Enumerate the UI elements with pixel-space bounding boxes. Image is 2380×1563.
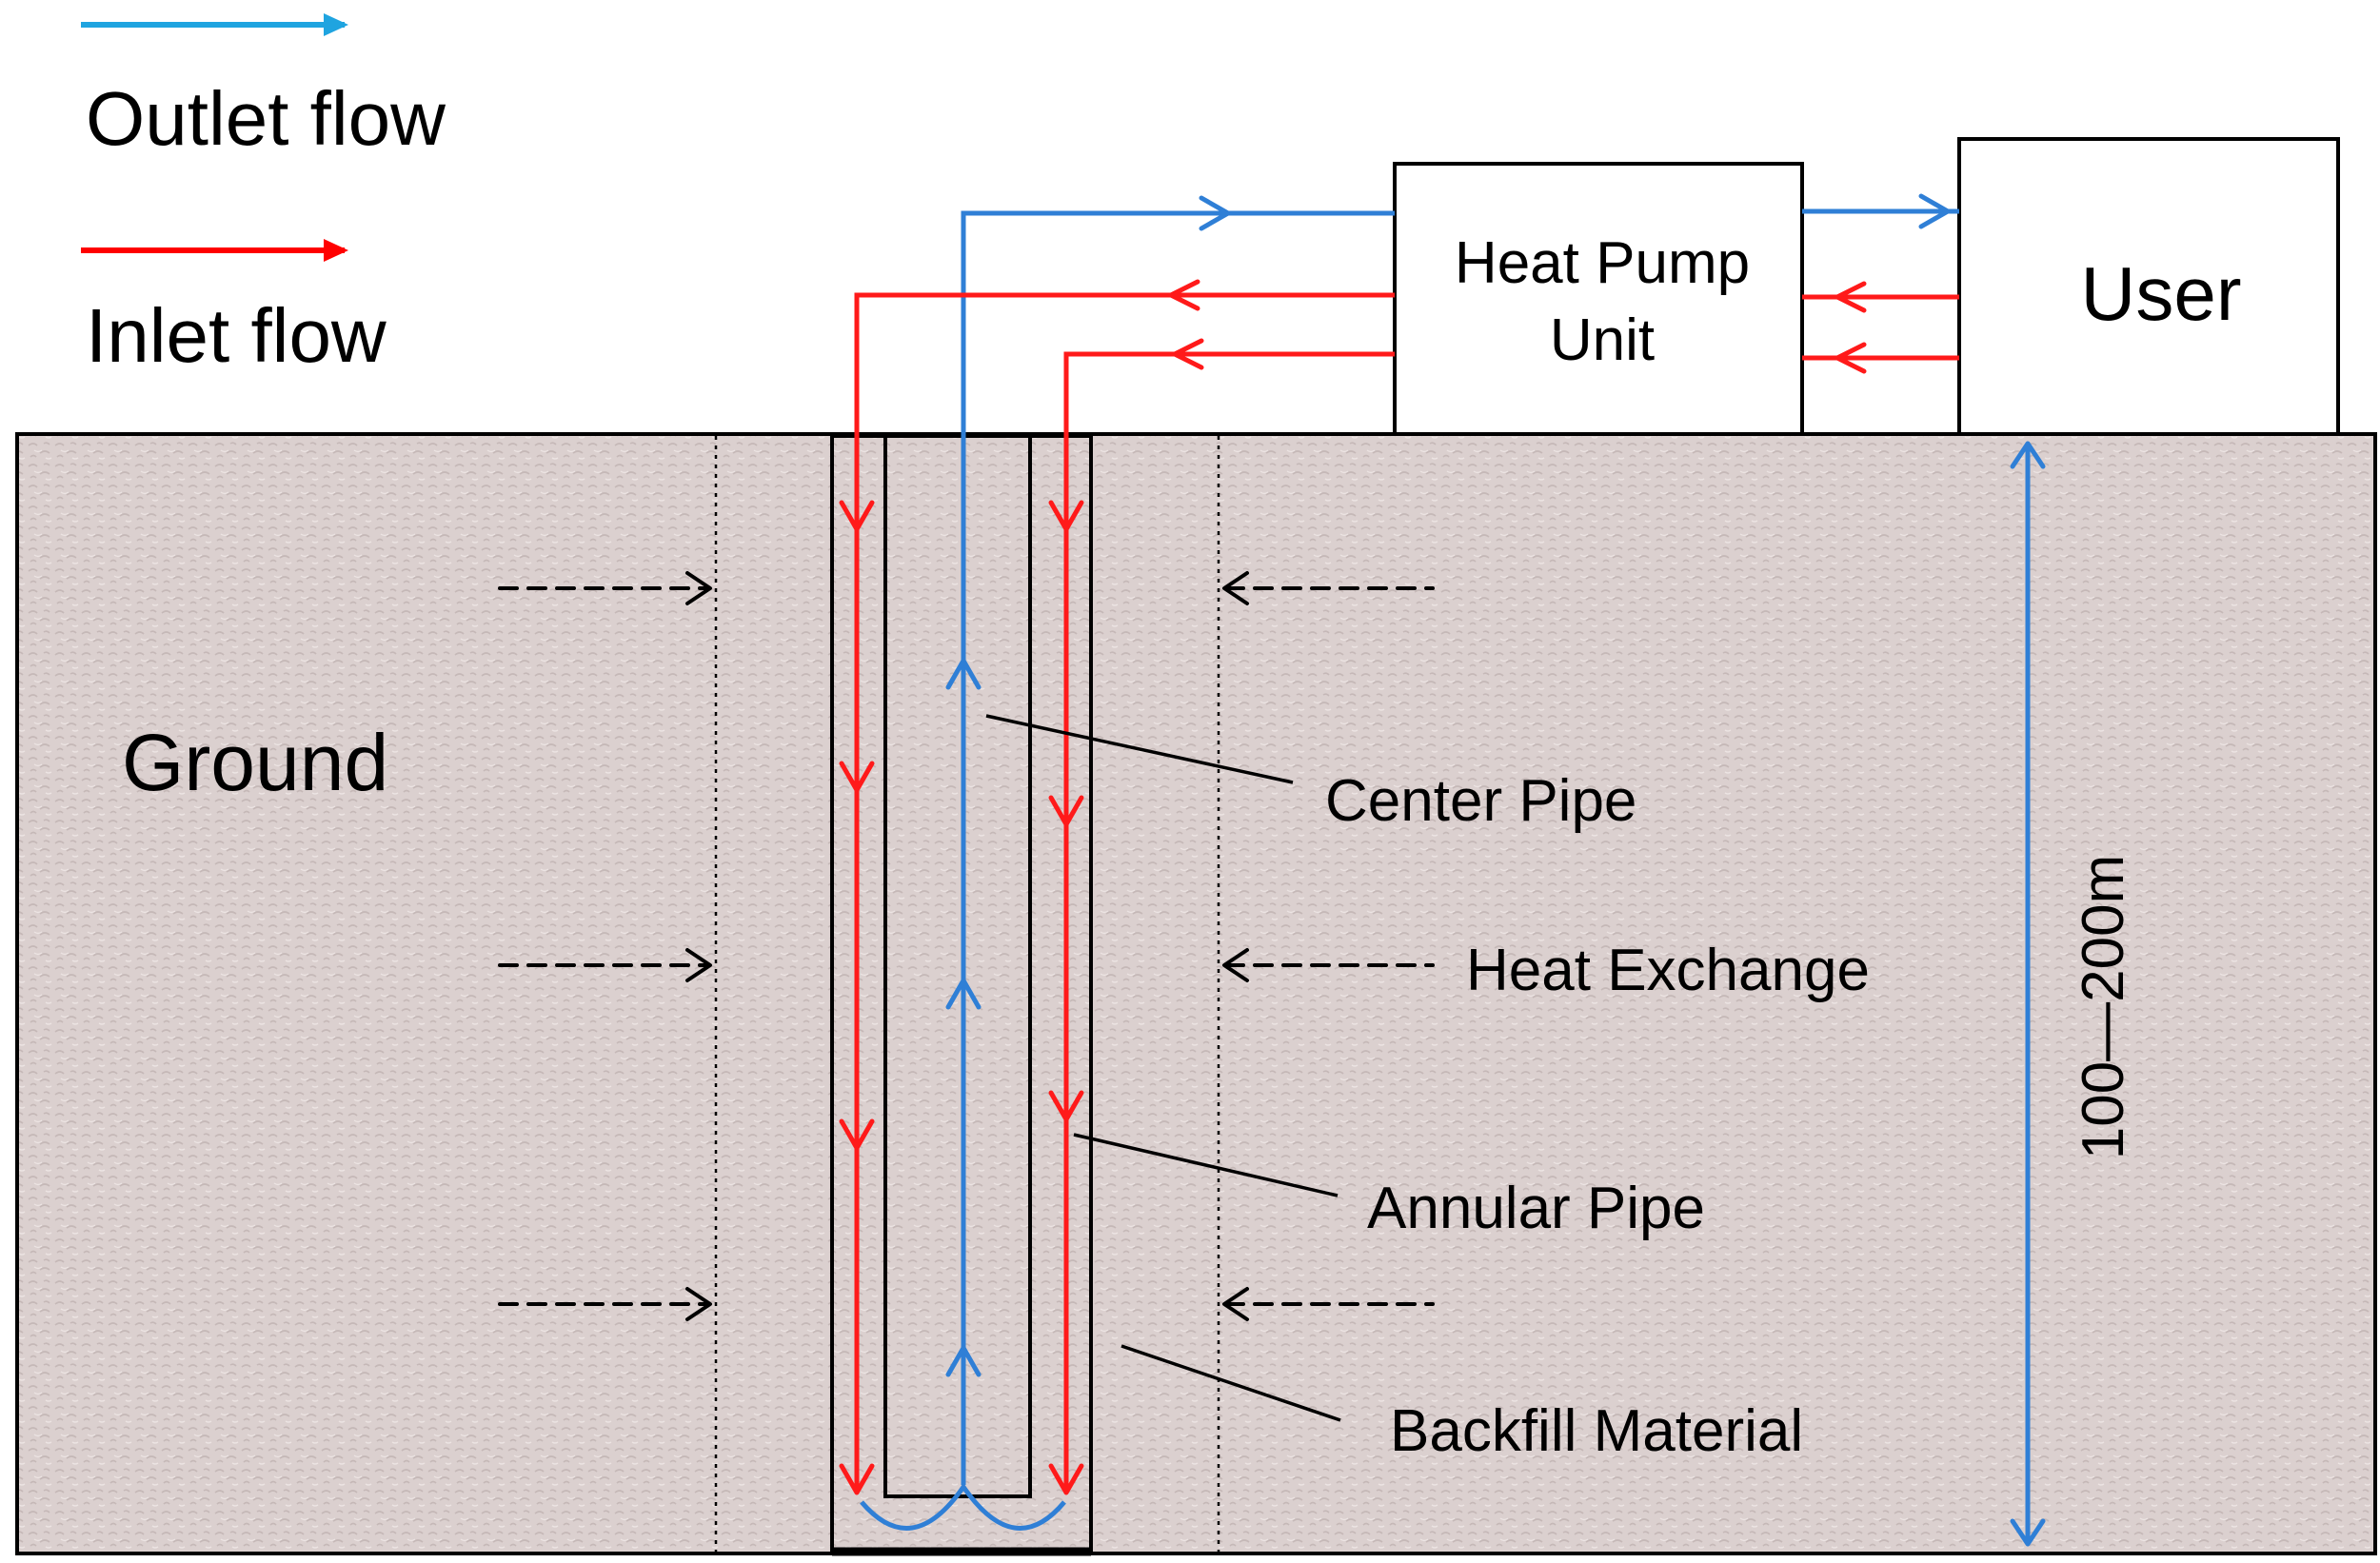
backfill-material-leader bbox=[1121, 1344, 1341, 1422]
right-arrow-top bbox=[1199, 195, 1231, 231]
heat-arrow-right-1-head bbox=[1222, 571, 1249, 605]
down-arrow-right-2 bbox=[1048, 795, 1084, 827]
annular-pipe-leader bbox=[1073, 1133, 1339, 1197]
legend: Outlet flow Inlet flow bbox=[81, 13, 446, 378]
annular-right-flow-line bbox=[1063, 351, 1395, 1493]
ground-block bbox=[15, 432, 2377, 1555]
legend-inlet-arrowhead bbox=[324, 239, 348, 262]
down-arrow-left-1 bbox=[839, 500, 875, 532]
inlet-flow-arrows bbox=[839, 279, 1867, 1495]
user-box bbox=[1957, 137, 2340, 436]
user-label: User bbox=[2081, 251, 2242, 336]
up-arrow-3 bbox=[945, 1345, 982, 1377]
heat-pump-label-line2: Unit bbox=[1550, 307, 1655, 373]
ground-label: Ground bbox=[122, 718, 388, 807]
heat-pump-unit: Heat Pump Unit bbox=[1393, 162, 1804, 436]
depth-arrow-bottom bbox=[2010, 1518, 2046, 1547]
down-arrow-right-1 bbox=[1048, 500, 1084, 532]
depth-arrow-top bbox=[2010, 441, 2046, 469]
legend-outlet-arrowhead bbox=[324, 13, 348, 36]
heat-arrow-left-2-head bbox=[685, 948, 712, 982]
heat-arrow-left-3-head bbox=[685, 1287, 712, 1321]
center-pipe-bottom-loop bbox=[860, 1482, 1066, 1531]
down-arrow-left-4 bbox=[839, 1463, 875, 1495]
user-unit: User bbox=[1957, 137, 2340, 436]
left-arrow-top-1 bbox=[1168, 279, 1200, 311]
callout-leaders bbox=[985, 714, 1341, 1422]
backfill-material-label: Backfill Material bbox=[1390, 1398, 1803, 1464]
outlet-flow-arrows bbox=[945, 193, 2046, 1547]
depth-label: 100—200m bbox=[2071, 855, 2136, 1160]
heat-arrow-left-1-head bbox=[685, 571, 712, 605]
annular-pipe-label: Annular Pipe bbox=[1367, 1176, 1705, 1241]
down-arrow-left-2 bbox=[839, 761, 875, 793]
left-arrow-user-1 bbox=[1835, 281, 1867, 313]
heat-pump-label-line1: Heat Pump bbox=[1455, 230, 1750, 296]
outlet-flow-path bbox=[860, 208, 2031, 1544]
legend-outlet-label: Outlet flow bbox=[86, 76, 446, 161]
left-arrow-user-2 bbox=[1835, 342, 1867, 374]
heat-exchange-label: Heat Exchange bbox=[1466, 938, 1870, 1003]
left-arrow-top-2 bbox=[1172, 338, 1204, 370]
down-arrow-right-4 bbox=[1048, 1463, 1084, 1495]
heat-exchange-arrows bbox=[498, 571, 1435, 1321]
legend-inlet-label: Inlet flow bbox=[86, 293, 387, 378]
down-arrow-right-3 bbox=[1048, 1090, 1084, 1122]
down-arrow-left-3 bbox=[839, 1118, 875, 1151]
heat-arrow-right-3-head bbox=[1222, 1287, 1249, 1321]
heat-arrow-right-2-head bbox=[1222, 948, 1249, 982]
heat-pump-box bbox=[1393, 162, 1804, 436]
center-pipe-leader bbox=[985, 714, 1294, 784]
center-pipe-flow-line bbox=[961, 210, 1395, 1485]
right-arrow-to-user bbox=[1918, 193, 1951, 229]
annular-left-flow-line bbox=[854, 292, 1395, 1493]
inlet-flow-path bbox=[854, 292, 1959, 1493]
center-pipe-label: Center Pipe bbox=[1325, 768, 1636, 834]
up-arrow-2 bbox=[945, 978, 982, 1010]
up-arrow-1 bbox=[945, 658, 982, 690]
